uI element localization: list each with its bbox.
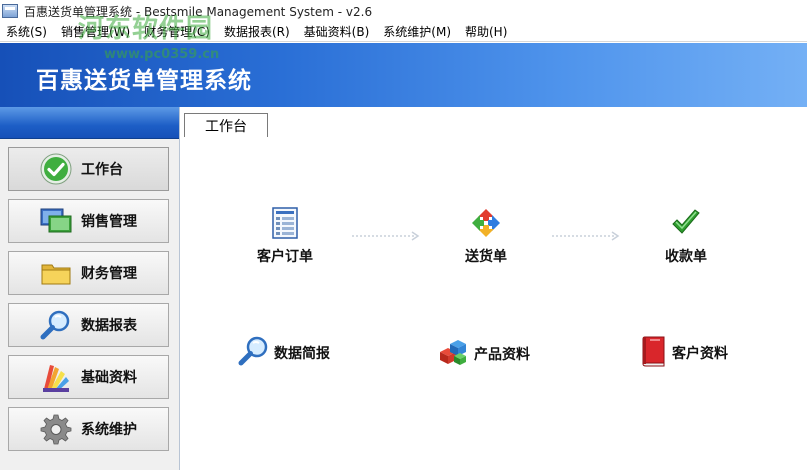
header-banner: 百惠送货单管理系统 [0, 43, 807, 107]
checkmark-icon [670, 207, 702, 242]
menu-bar: 系统(S) 销售管理(W) 财务管理(C) 数据报表(R) 基础资料(B) 系统… [0, 22, 807, 42]
flow-arrow-icon [552, 231, 620, 241]
screens-icon [39, 204, 73, 238]
sidebar-item-basic-data[interactable]: 基础资料 [8, 355, 169, 399]
flow-arrow-icon [352, 231, 420, 241]
menu-reports[interactable]: 数据报表(R) [223, 25, 290, 39]
sidebar-item-reports[interactable]: 数据报表 [8, 303, 169, 347]
sidebar-header [0, 107, 179, 139]
receipt-tile[interactable]: 收款单 [658, 207, 714, 266]
sidebar-item-sales[interactable]: 销售管理 [8, 199, 169, 243]
menu-sales[interactable]: 销售管理(W) [60, 25, 131, 39]
tile-label: 客户订单 [257, 249, 313, 265]
app-window-icon [2, 4, 18, 18]
sidebar-item-label: 数据报表 [81, 318, 137, 334]
color-swatches-icon [39, 360, 73, 394]
delivery-note-tile[interactable]: 送货单 [458, 207, 514, 266]
sidebar-item-finance[interactable]: 财务管理 [8, 251, 169, 295]
sidebar-item-label: 销售管理 [81, 214, 137, 230]
title-bar: 百惠送货单管理系统 - Bestsmile Management System … [0, 0, 807, 22]
folder-icon [39, 256, 73, 290]
recycle-arrows-icon [470, 207, 502, 242]
sidebar-item-workbench[interactable]: 工作台 [8, 147, 169, 191]
red-book-icon [640, 335, 668, 370]
menu-help[interactable]: 帮助(H) [465, 25, 508, 39]
sidebar: 工作台 销售管理 财务管理 [0, 107, 180, 470]
magnifier-icon [39, 308, 73, 342]
app-title: 百惠送货单管理系统 [36, 68, 252, 94]
tile-label: 客户资料 [672, 345, 728, 362]
tile-label: 送货单 [465, 249, 507, 265]
sidebar-item-label: 工作台 [81, 162, 123, 178]
tile-label: 产品资料 [474, 346, 530, 363]
magnifier-icon [238, 335, 270, 370]
menu-maintenance[interactable]: 系统维护(M) [383, 25, 451, 39]
document-icon [272, 207, 298, 242]
sidebar-item-maintenance[interactable]: 系统维护 [8, 407, 169, 451]
menu-finance[interactable]: 财务管理(C) [144, 25, 210, 39]
customer-data-tile[interactable]: 客户资料 [640, 335, 728, 370]
check-circle-icon [39, 152, 73, 186]
menu-basic-data[interactable]: 基础资料(B) [303, 25, 370, 39]
window-title: 百惠送货单管理系统 - Bestsmile Management System … [24, 4, 373, 19]
menu-system[interactable]: 系统(S) [6, 25, 47, 39]
gear-icon [39, 412, 73, 446]
product-data-tile[interactable]: 产品资料 [438, 338, 530, 369]
sidebar-item-label: 系统维护 [81, 422, 137, 438]
tab-workbench[interactable]: 工作台 [184, 113, 268, 137]
cubes-icon [438, 338, 470, 369]
tile-label: 数据简报 [274, 345, 330, 362]
sidebar-item-label: 财务管理 [81, 266, 137, 282]
data-brief-tile[interactable]: 数据简报 [238, 335, 330, 370]
customer-order-tile[interactable]: 客户订单 [255, 207, 315, 266]
sidebar-item-label: 基础资料 [81, 370, 137, 386]
tile-label: 收款单 [665, 249, 707, 265]
